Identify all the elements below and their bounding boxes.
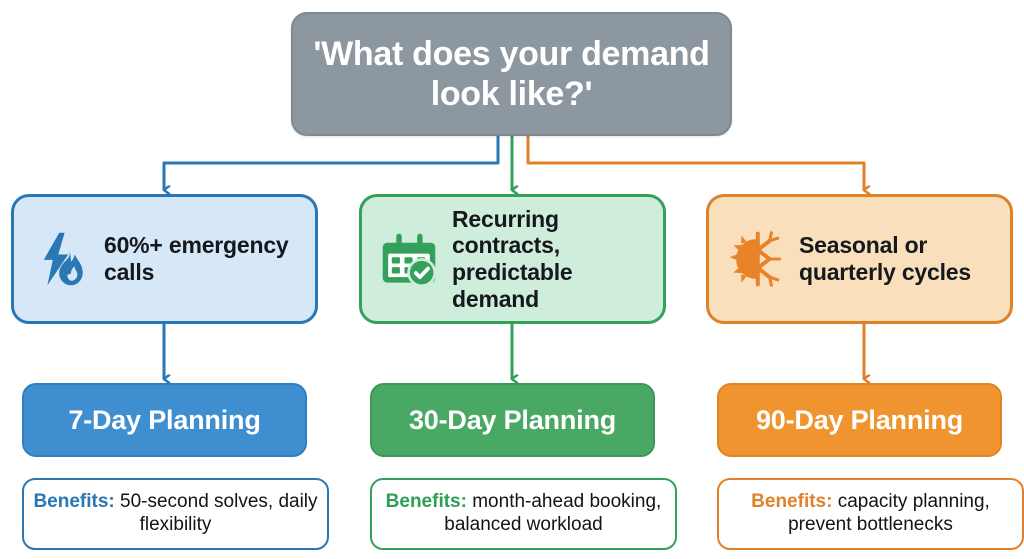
benefits-label-seasonal: Benefits:: [751, 491, 833, 513]
benefits-label-recurring: Benefits:: [385, 491, 467, 513]
benefits-label-emergency: Benefits:: [33, 491, 115, 513]
sun-snowflake-icon: [725, 228, 787, 290]
benefits-box-recurring: Benefits: month-ahead booking, balanced …: [370, 478, 677, 550]
benefits-box-emergency: Benefits: 50-second solves, daily flexib…: [22, 478, 329, 550]
trigger-card-emergency: 60%+ emergency calls: [11, 194, 318, 324]
plan-bar-90-day: 90-Day Planning: [717, 383, 1002, 457]
plan-bar-7-day: 7-Day Planning: [22, 383, 307, 457]
benefits-text-emergency: 50-second solves, daily flexibility: [114, 491, 318, 535]
benefits-text-recurring: month-ahead booking, balanced workload: [444, 491, 662, 535]
branch-column-seasonal: Seasonal or quarterly cycles 90-Day Plan…: [706, 0, 1024, 559]
calendar-check-icon: [378, 228, 440, 290]
trigger-text-seasonal: Seasonal or quarterly cycles: [799, 232, 971, 285]
benefits-text-seasonal: capacity planning, prevent bottlenecks: [788, 491, 990, 535]
lightning-bolt-flame-icon: [30, 228, 92, 290]
benefits-box-seasonal: Benefits: capacity planning, prevent bot…: [717, 478, 1024, 550]
trigger-text-emergency: 60%+ emergency calls: [104, 232, 289, 285]
branch-column-recurring: Recurring contracts, predictable demand …: [359, 0, 677, 559]
trigger-text-recurring: Recurring contracts, predictable demand: [452, 205, 573, 312]
root-question-box: 'What does your demand look like?': [291, 12, 732, 136]
plan-bar-30-day: 30-Day Planning: [370, 383, 655, 457]
trigger-card-recurring: Recurring contracts, predictable demand: [359, 194, 666, 324]
trigger-card-seasonal: Seasonal or quarterly cycles: [706, 194, 1013, 324]
branch-column-emergency: 60%+ emergency calls 7-Day Planning Bene…: [11, 0, 329, 559]
